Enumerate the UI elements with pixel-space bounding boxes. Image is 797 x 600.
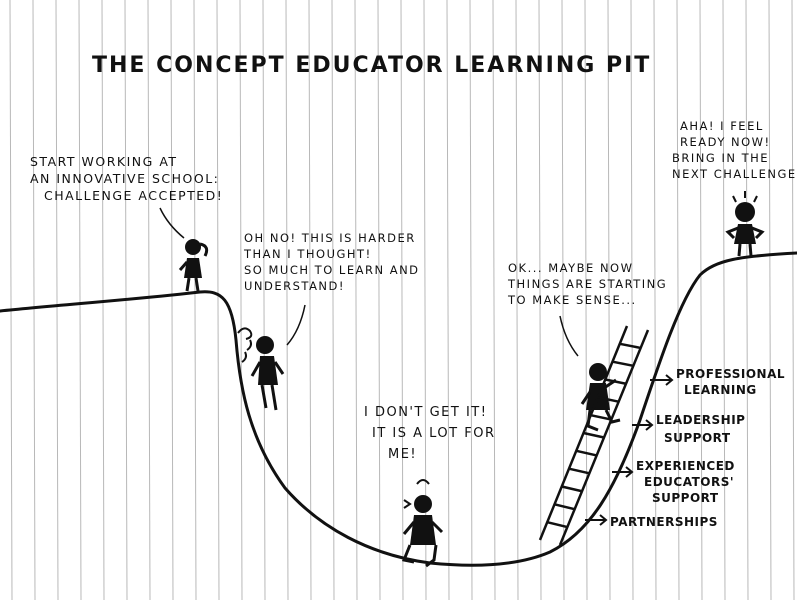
ladder-rung [590,413,612,421]
ruled-line [400,0,404,600]
figure-bottom [401,479,444,568]
ruled-line [216,0,220,600]
caption-bottom: I DON'T GET IT! IT IS A LOT FOR ME! [364,405,501,462]
ruled-line [193,0,197,600]
support-professional-learning: PROFESSIONAL LEARNING [676,367,790,397]
ladder-rung [554,503,575,511]
ruled-line [515,0,519,600]
ladder-rung [546,520,568,529]
diagram-title: THE CONCEPT EDUCATOR LEARNING PIT [92,53,651,78]
figure-descent [237,327,285,411]
caption-climb: OK... MAYBE NOW THINGS ARE STARTING TO M… [507,261,672,307]
ladder [538,325,650,546]
support-arrows [585,374,674,526]
ruled-lines [9,0,795,600]
ruled-line [101,0,105,600]
speech-pointers [159,207,579,357]
ruled-line [722,0,726,600]
ruled-line [538,0,542,600]
ruled-line [308,0,312,600]
caption-descent: OH NO! THIS IS HARDER THAN I THOUGHT! SO… [243,231,425,293]
ladder-rung [575,449,597,457]
ruled-line [331,0,335,600]
ruled-line [9,0,13,600]
ladder-rung [568,467,590,475]
ruled-line [78,0,82,600]
ruled-line [147,0,151,600]
ruled-line [377,0,381,600]
ruled-line [492,0,496,600]
ruled-line [791,0,795,600]
support-leadership: LEADERSHIP SUPPORT [656,413,750,445]
ruled-line [469,0,473,600]
ladder-rung [604,378,627,385]
ruled-line [239,0,243,600]
support-experienced-educators: EXPERIENCED EDUCATORS' SUPPORT [636,459,740,505]
caption-top: AHA! I FEEL READY NOW! BRING IN THE NEXT… [672,119,797,181]
ruled-line [55,0,59,600]
ruled-line [285,0,289,600]
caption-start: START WORKING AT AN INNOVATIVE SCHOOL: C… [30,154,225,203]
ruled-line [699,0,703,600]
ruled-line [607,0,611,600]
ruled-line [262,0,266,600]
ruled-line [561,0,565,600]
ruled-line [676,0,680,600]
ruled-line [630,0,634,600]
ladder-rung [597,396,619,403]
ruled-line [32,0,36,600]
support-partnerships: PARTNERSHIPS [610,515,718,529]
ruled-line [170,0,174,600]
ruled-line [584,0,588,600]
figure-start [178,239,209,292]
ruled-line [354,0,358,600]
ruled-line [446,0,450,600]
ladder-rung [619,342,641,350]
ruled-line [745,0,749,600]
ladder-rung [612,360,634,368]
ladder-rung [583,431,605,439]
ruled-line [768,0,772,600]
figure-top [725,191,765,257]
ladder-rung [561,485,583,493]
ruled-line [653,0,657,600]
